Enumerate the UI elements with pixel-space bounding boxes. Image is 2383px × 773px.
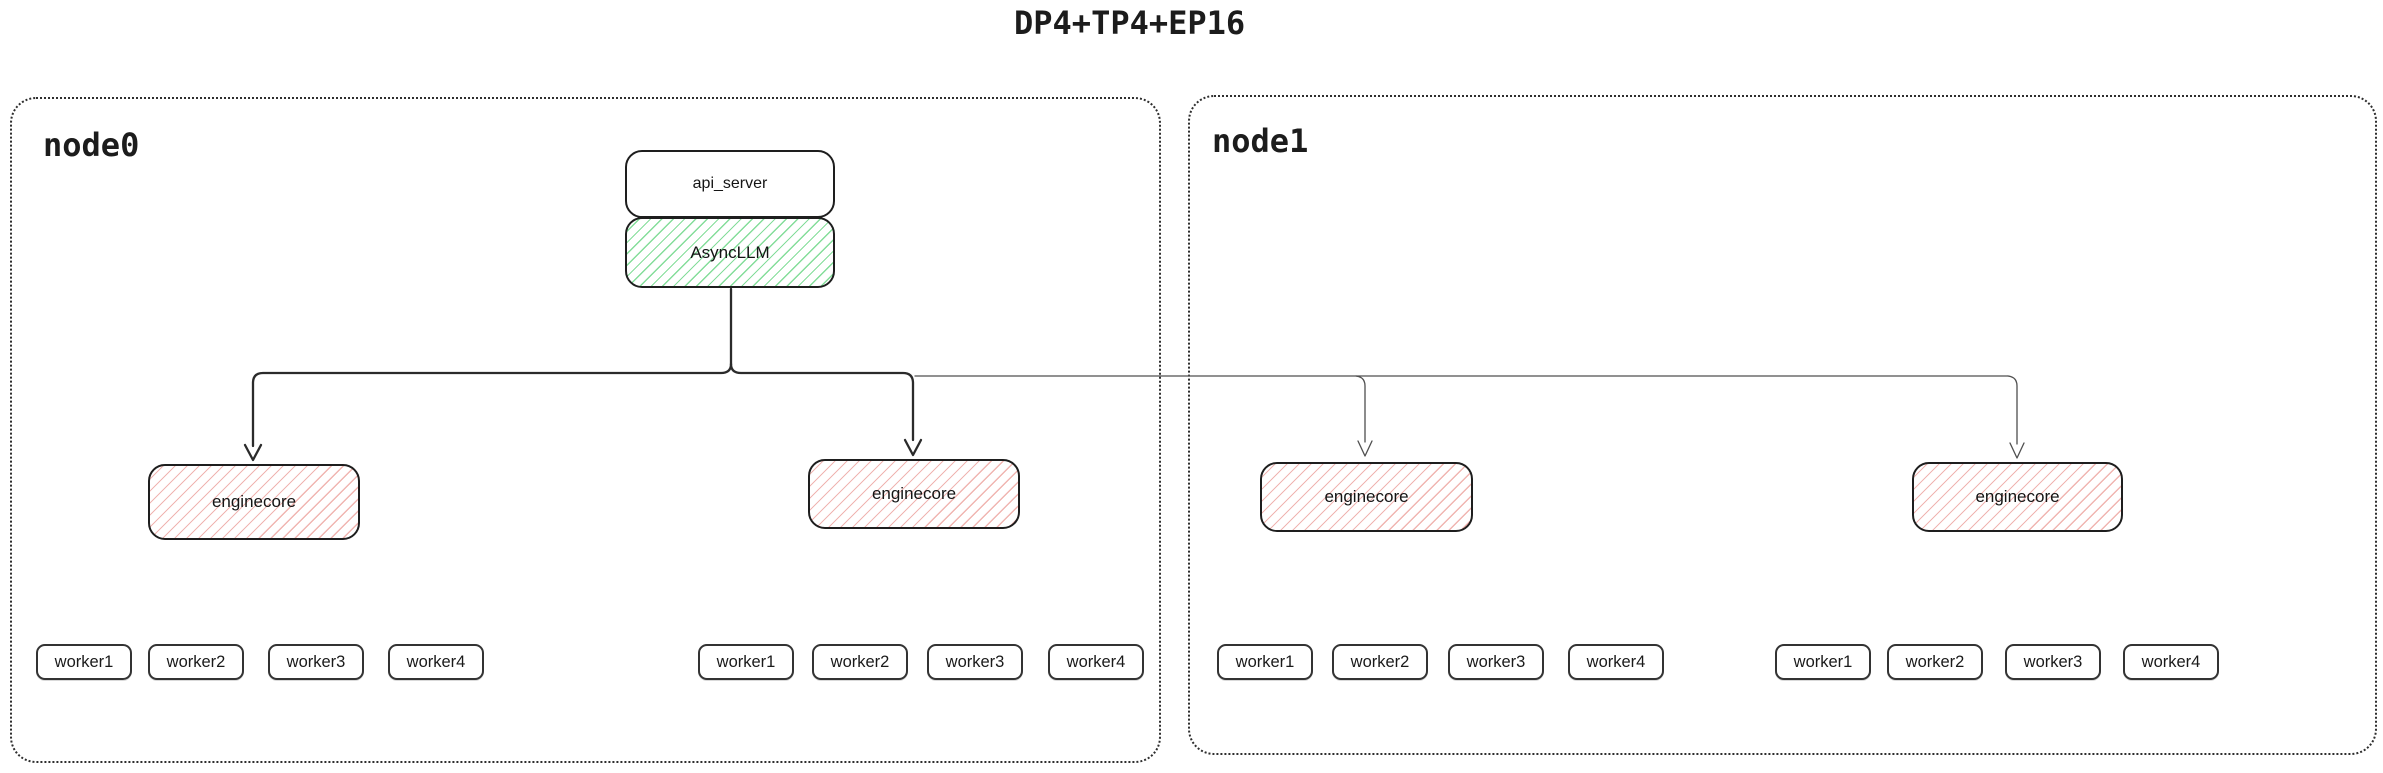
node1-container bbox=[1188, 95, 2377, 755]
worker-box: worker2 bbox=[1332, 644, 1428, 680]
worker-box: worker2 bbox=[812, 644, 908, 680]
asyncllm-box: AsyncLLM bbox=[625, 217, 835, 288]
worker-box: worker4 bbox=[388, 644, 484, 680]
enginecore-box-node1-2: enginecore bbox=[1912, 462, 2123, 532]
enginecore-box-node1-1: enginecore bbox=[1260, 462, 1473, 532]
node1-label: node1 bbox=[1212, 122, 1309, 160]
worker-box: worker1 bbox=[1217, 644, 1313, 680]
enginecore-box-node0-1: enginecore bbox=[148, 464, 360, 540]
worker-box: worker4 bbox=[1568, 644, 1664, 680]
worker-box: worker2 bbox=[148, 644, 244, 680]
enginecore-box-node0-2: enginecore bbox=[808, 459, 1020, 529]
api-server-box: api_server bbox=[625, 150, 835, 218]
node0-label: node0 bbox=[43, 126, 140, 164]
worker-box: worker4 bbox=[2123, 644, 2219, 680]
worker-box: worker3 bbox=[2005, 644, 2101, 680]
worker-box: worker3 bbox=[927, 644, 1023, 680]
worker-box: worker2 bbox=[1887, 644, 1983, 680]
worker-box: worker1 bbox=[698, 644, 794, 680]
diagram-title: DP4+TP4+EP16 bbox=[1014, 4, 1246, 42]
worker-box: worker4 bbox=[1048, 644, 1144, 680]
worker-box: worker1 bbox=[36, 644, 132, 680]
worker-box: worker1 bbox=[1775, 644, 1871, 680]
worker-box: worker3 bbox=[1448, 644, 1544, 680]
node0-container bbox=[10, 97, 1161, 763]
worker-box: worker3 bbox=[268, 644, 364, 680]
